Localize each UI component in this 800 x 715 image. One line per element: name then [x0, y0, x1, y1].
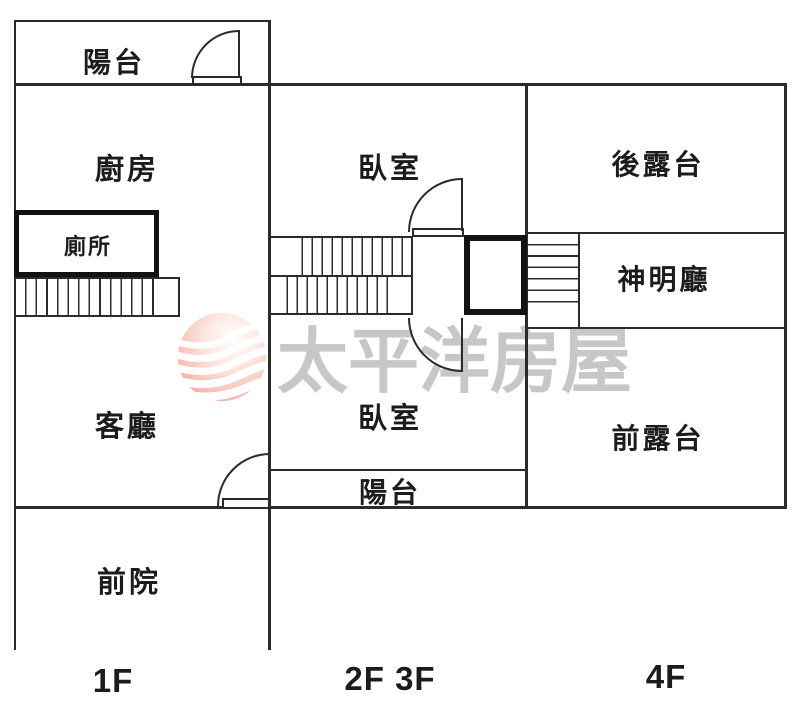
wall-right	[784, 83, 787, 509]
room-label-kitchen: 廚房	[94, 154, 160, 186]
room-label-rear-terrace: 後露台	[611, 149, 705, 180]
stairs-1f-bottom	[14, 315, 180, 317]
floor-label-1f: 1F	[92, 662, 134, 699]
stairs-mid-top	[271, 236, 413, 238]
stairs-1f-top	[14, 277, 180, 279]
wall-main-top	[14, 83, 787, 86]
bedroom-upper-door-leaf	[460, 178, 463, 231]
pacific-wave-sphere-icon	[176, 311, 268, 403]
balcony-door-arc	[191, 30, 239, 78]
wall-balcony-top	[14, 20, 271, 22]
floor-label-4f: 4F	[645, 658, 687, 695]
lightwell-box	[464, 235, 527, 315]
stairs-mid-bottom	[271, 313, 413, 315]
room-label-bedroom-lower: 臥室	[357, 403, 423, 435]
room-label-balcony-1f: 陽台	[82, 47, 146, 78]
staircase-mid-upper-treads	[293, 238, 404, 275]
living-door-arc	[217, 453, 270, 506]
wall-bottom	[14, 506, 787, 509]
stairs-4f-right	[578, 233, 580, 328]
toilet-room-box	[14, 210, 159, 277]
bedroom-lower-door-leaf	[460, 318, 463, 372]
room-label-shrine-hall: 神明廳	[617, 264, 711, 295]
room-label-bedroom-upper: 臥室	[357, 153, 423, 185]
wall-divider-left-mid	[268, 20, 271, 650]
room-label-front-yard: 前院	[96, 567, 162, 599]
room-label-toilet: 廁所	[63, 234, 113, 259]
balcony-door-leaf	[237, 30, 240, 77]
staircase-4f-treads	[528, 234, 578, 304]
stairs-mid-middle	[271, 275, 413, 277]
floor-label-2f3f: 2F 3F	[344, 660, 436, 697]
stairs-1f-right	[178, 277, 180, 317]
room-label-front-terrace: 前露台	[611, 423, 705, 454]
staircase-1f-treads	[16, 279, 157, 315]
wall-left	[14, 20, 16, 650]
wall-balcony2-divider	[268, 469, 527, 471]
room-label-balcony-23f: 陽台	[358, 477, 422, 508]
room-label-living-room: 客廳	[94, 411, 160, 443]
wall-shrine-top	[525, 232, 787, 234]
staircase-mid-lower-treads	[278, 277, 392, 313]
stairs-mid-right	[411, 236, 413, 315]
wall-shrine-bottom	[525, 327, 787, 329]
